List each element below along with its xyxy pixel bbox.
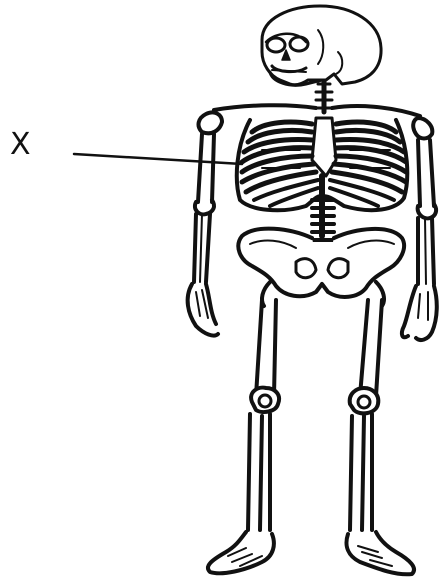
label-x: X [10,128,31,162]
lumbar-spine [312,176,334,240]
left-arm [188,134,218,336]
cervical-spine [316,82,332,112]
label-pointer-line [74,154,242,164]
left-leg [208,282,279,573]
skull [262,6,381,85]
